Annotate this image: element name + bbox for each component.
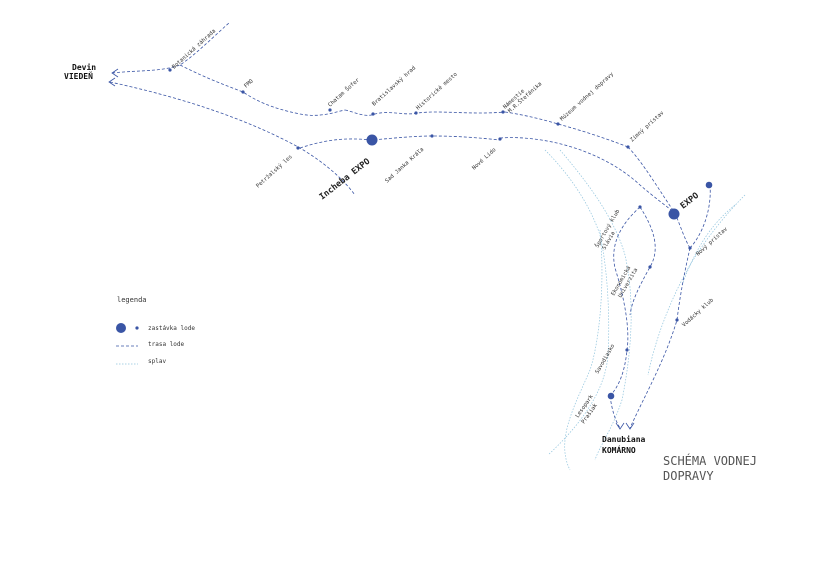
hub-marker-expo <box>668 208 680 220</box>
stop-marker-botanicka <box>168 68 172 72</box>
stop-label-sad-janka-krala: Sad Janka Kráľa <box>384 146 426 184</box>
stop-label-historicke-mesto: Historické mesto <box>415 71 459 112</box>
stop-label-petrzalsky-les: Petržalský les <box>255 153 294 189</box>
stop-label-novy-pristav: Nový prístav <box>695 225 730 257</box>
hub-label-incheba: Incheba EXPO <box>318 157 373 203</box>
legend: legenda zastávka lode trasa lode splav <box>116 296 195 365</box>
stop-label-botanicka: Botanická záhrada <box>171 28 218 71</box>
stop-label-zimny-pristav: Zimný prístav <box>629 109 666 143</box>
terminal-south-city: KOMÁRNO <box>602 444 636 455</box>
route-lines <box>109 21 711 429</box>
stop-marker-sad-janka-krala <box>430 134 434 138</box>
stop-marker-petrzalsky-les <box>296 146 300 150</box>
terminal-west-city: VIEDEŇ <box>64 70 93 81</box>
map-title-line2: DOPRAVY <box>663 469 714 483</box>
stop-marker-ekonomicka <box>648 265 652 269</box>
stop-label-bratislavsky-hrad: Bratislavský hrad <box>371 65 418 108</box>
stop-marker-novy-pristav <box>688 246 692 250</box>
stop-marker-nove-lido <box>498 137 502 141</box>
stop-marker-namestie <box>501 110 505 114</box>
stop-markers <box>168 68 713 400</box>
hub-label-expo: EXPO <box>679 191 701 211</box>
stop-marker-expo-east <box>705 181 713 189</box>
terminal-south-name: Danubiana <box>602 434 646 444</box>
stop-label-fmo: FMO <box>243 78 254 89</box>
stop-marker-lesopark <box>607 392 615 400</box>
arrow-west-1 <box>111 68 119 78</box>
stop-marker-savodiasko <box>625 348 629 352</box>
terminal-arrows <box>108 68 635 430</box>
stop-marker-muzeum <box>556 122 560 126</box>
terminal-west-name: Devin <box>72 62 96 72</box>
hub-marker-incheba <box>366 134 378 146</box>
stop-label-nove-lido: Nové Lido <box>471 146 498 171</box>
river-lines <box>544 149 746 471</box>
stop-label-muzeum: Múzeum vodnej dopravy <box>559 70 616 122</box>
stop-marker-chatam <box>328 108 332 112</box>
stop-marker-historicke-mesto <box>414 111 418 115</box>
arrow-west-2 <box>108 77 116 87</box>
legend-river-label: splav <box>148 358 166 365</box>
legend-stop-large-marker <box>116 323 126 333</box>
stop-label-vodacky-klub: Vodácky klub <box>681 297 715 329</box>
arrow-south-1 <box>615 422 625 430</box>
legend-stop-label: zastávka lode <box>148 325 195 332</box>
stop-marker-vodacky-klub <box>675 318 679 322</box>
stop-marker-sportovy-klub <box>638 205 642 209</box>
stop-label-chatam: Chatam Šofer <box>327 76 362 108</box>
stop-marker-fmo <box>241 90 245 94</box>
legend-title: legenda <box>117 296 147 304</box>
stop-marker-bratislavsky-hrad <box>371 112 375 116</box>
legend-route-label: trasa lode <box>148 341 185 348</box>
stop-marker-zimny-pristav <box>626 145 630 149</box>
map-title-line1: SCHÉMA VODNEJ <box>663 453 757 468</box>
legend-stop-small-marker <box>135 326 139 330</box>
arrow-south-2 <box>625 422 635 430</box>
